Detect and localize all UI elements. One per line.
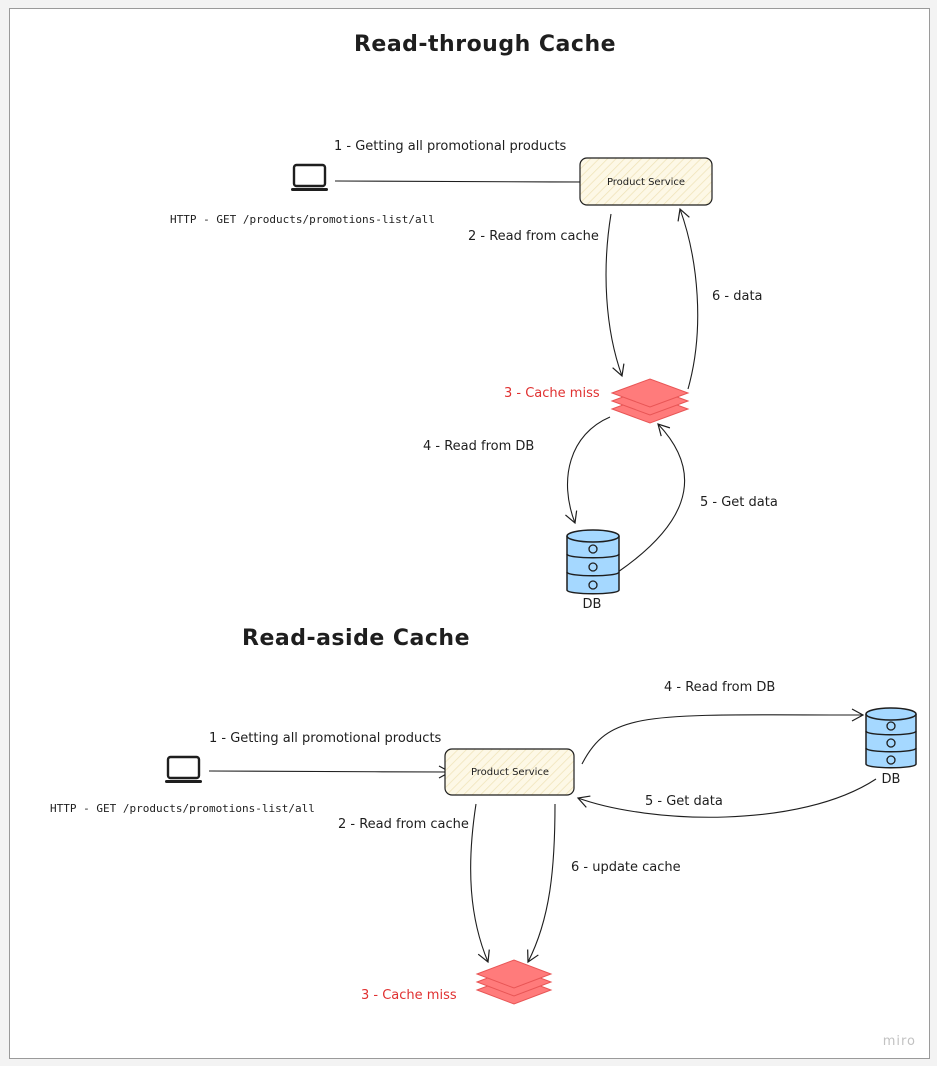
bottom-step3-label: 3 - Cache miss [361, 988, 457, 1003]
top-product-service-label: Product Service [607, 177, 685, 188]
top-step1-label: 1 - Getting all promotional products [334, 139, 567, 154]
bottom-arrow-step2 [470, 803, 490, 964]
bottom-product-service-label: Product Service [471, 767, 549, 778]
top-step6-label: 6 - data [712, 289, 763, 304]
cache-stack-icon [475, 959, 553, 1005]
top-arrow-step1 [334, 175, 595, 189]
laptop-icon [291, 163, 328, 191]
bottom-step1-label: 1 - Getting all promotional products [209, 731, 442, 746]
bottom-arrow-step6 [527, 803, 556, 964]
bottom-step6-label: 6 - update cache [571, 860, 681, 875]
miro-watermark: miro [883, 1034, 916, 1049]
top-product-service-box[interactable]: Product Service [579, 157, 713, 206]
bottom-arrow-step5 [576, 778, 877, 818]
bottom-step5-label: 5 - Get data [645, 794, 723, 809]
database-icon [566, 529, 620, 595]
read-aside-section: Read-aside Cache HTTP - GET /products/pr… [50, 626, 917, 1005]
top-step5-label: 5 - Get data [700, 495, 778, 510]
top-http-request-label: HTTP - GET /products/promotions-list/all [170, 213, 435, 226]
top-step3-label: 3 - Cache miss [504, 386, 600, 401]
database-icon [865, 707, 917, 769]
read-through-section: Read-through Cache HTTP - GET /products/… [170, 32, 778, 612]
laptop-icon [165, 755, 202, 783]
top-arrow-step4 [565, 416, 611, 525]
cache-stack-icon [610, 378, 690, 424]
top-step4-label: 4 - Read from DB [423, 439, 534, 454]
top-arrow-step6 [677, 207, 699, 390]
bottom-arrow-step1 [208, 765, 452, 779]
bottom-arrow-step4 [581, 708, 865, 765]
bottom-step2-label: 2 - Read from cache [338, 817, 469, 832]
read-through-title: Read-through Cache [354, 32, 616, 57]
top-arrow-step5 [617, 423, 686, 573]
top-step2-label: 2 - Read from cache [468, 229, 599, 244]
bottom-product-service-box[interactable]: Product Service [444, 748, 575, 796]
top-db-label: DB [583, 597, 602, 612]
diagram-board: Read-through Cache HTTP - GET /products/… [9, 8, 930, 1059]
top-arrow-step2 [605, 213, 625, 378]
read-aside-title: Read-aside Cache [242, 626, 470, 651]
diagram-canvas: Read-through Cache HTTP - GET /products/… [50, 32, 917, 1049]
bottom-http-request-label: HTTP - GET /products/promotions-list/all [50, 802, 315, 815]
bottom-step4-label: 4 - Read from DB [664, 680, 775, 695]
bottom-db-label: DB [882, 772, 901, 787]
